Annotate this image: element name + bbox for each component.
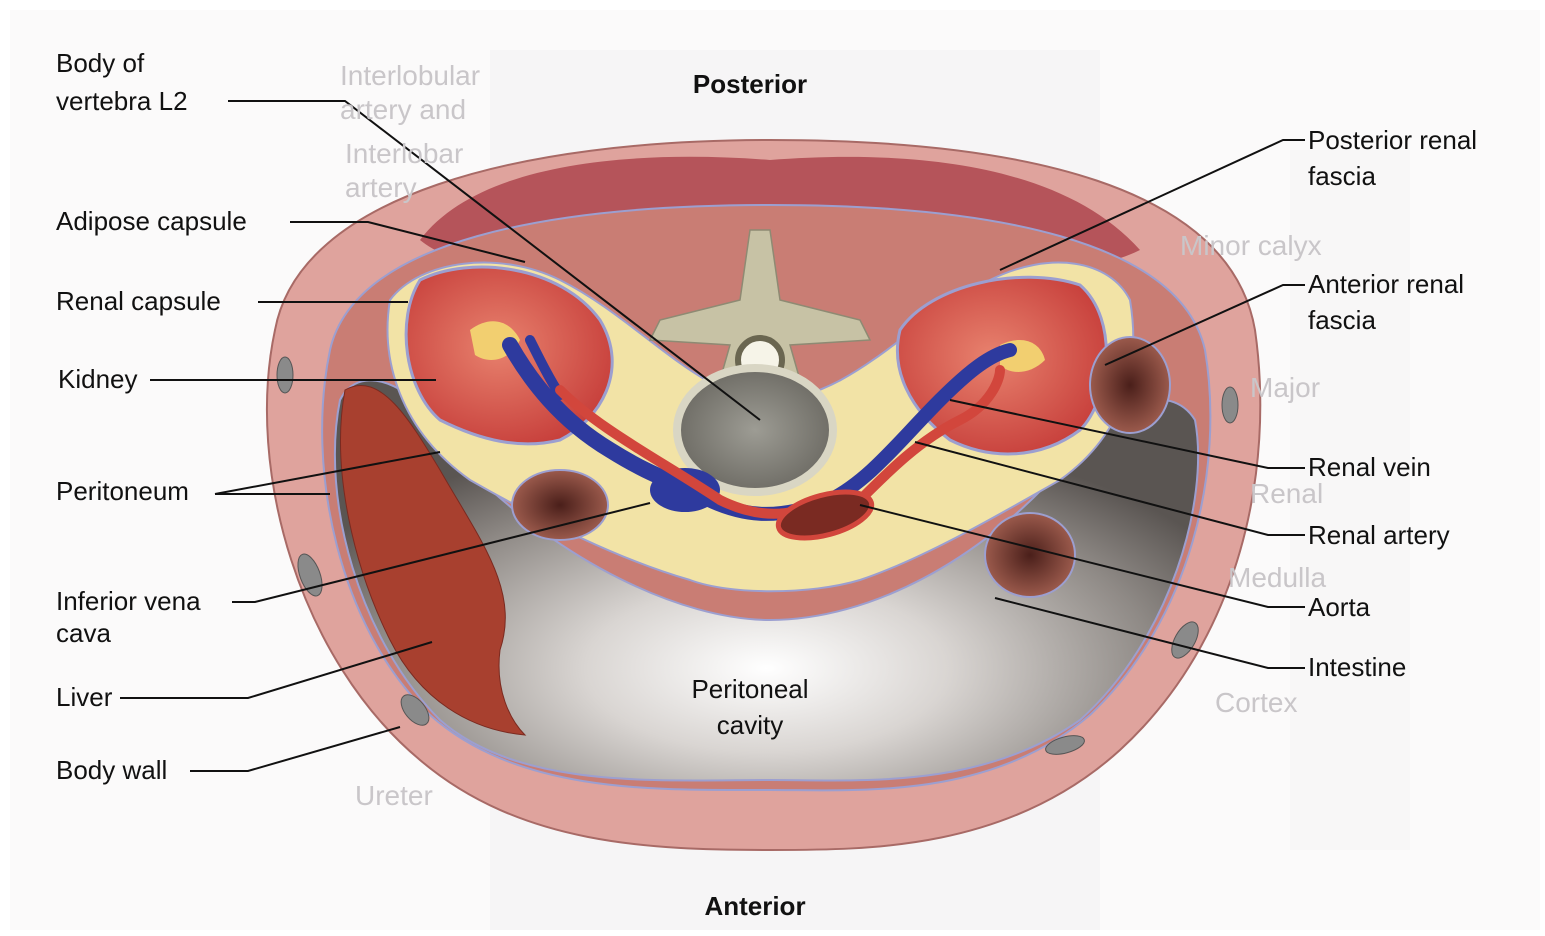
renal-vein-label: Renal vein — [1308, 449, 1431, 485]
ghost-text-interlobar: Interlobar — [345, 136, 463, 172]
posterior-renal-fascia-label-line1: Posterior renal — [1308, 122, 1477, 158]
anterior-renal-fascia-label-line1: Anterior renal — [1308, 266, 1464, 302]
ghost-text-interlobular: Interlobular — [340, 58, 480, 94]
ghost-text-minor-calyx: Minor calyx — [1180, 228, 1322, 264]
ghost-text-medulla: Medulla — [1228, 560, 1326, 596]
ghost-text-artery: artery — [345, 170, 417, 206]
body-of-vertebra-label-line1: Body of — [56, 45, 144, 81]
posterior-renal-fascia-label-line2: fascia — [1308, 158, 1376, 194]
left-intestine-shape — [512, 470, 608, 540]
kidney-label: Kidney — [58, 361, 138, 397]
anterior-label: Anterior — [640, 888, 870, 924]
ghost-text-ureter: Ureter — [355, 778, 433, 814]
renal-artery-label: Renal artery — [1308, 517, 1450, 553]
intestine-label: Intestine — [1308, 649, 1406, 685]
peritoneum-label: Peritoneum — [56, 473, 189, 509]
ghost-text-cortex: Cortex — [1215, 685, 1297, 721]
ghost-text-artery-and: artery and — [340, 92, 466, 128]
renal-capsule-label: Renal capsule — [56, 283, 221, 319]
colon-shape — [1090, 337, 1170, 433]
inferior-vena-cava-label-line2: cava — [56, 615, 111, 651]
liver-label: Liver — [56, 679, 112, 715]
posterior-label: Posterior — [640, 66, 860, 102]
peritoneal-cavity-label-line1: Peritoneal — [640, 671, 860, 707]
anterior-renal-fascia-label-line2: fascia — [1308, 302, 1376, 338]
peritoneal-cavity-label-line2: cavity — [640, 707, 860, 743]
ghost-text-renal: Renal — [1250, 476, 1323, 512]
inferior-vena-cava-label-line1: Inferior vena — [56, 583, 201, 619]
body-wall-label: Body wall — [56, 752, 167, 788]
body-of-vertebra-label-line2: vertebra L2 — [56, 83, 188, 119]
ghost-text-major: Major — [1250, 370, 1320, 406]
adipose-capsule-label: Adipose capsule — [56, 203, 247, 239]
